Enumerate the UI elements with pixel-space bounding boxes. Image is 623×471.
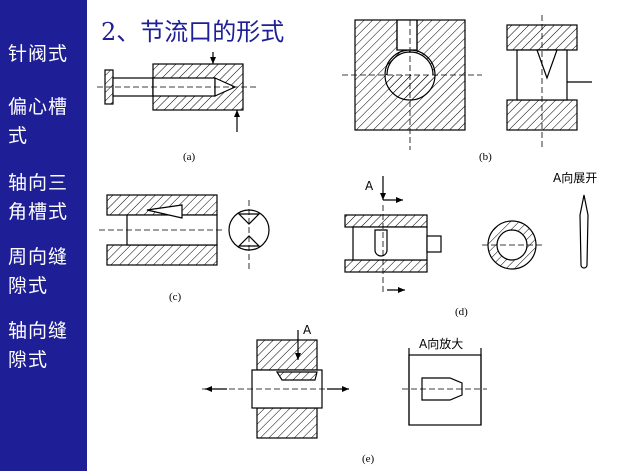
label-e-a-view-enlarged: A向放大 — [419, 336, 463, 351]
sidebar: 针阀式 偏心槽式 轴向三角槽式 周向缝隙式 轴向缝隙式 — [0, 0, 87, 471]
throttle-orifice-diagrams: (a) (b) (c) — [97, 15, 597, 465]
slide-title: 2、节流口的形式 — [101, 18, 285, 46]
figure-e-axial-slit — [202, 330, 487, 439]
sidebar-item-needle-valve[interactable]: 针阀式 — [8, 43, 69, 65]
label-d-arrow-a: A — [365, 179, 374, 193]
figure-d-circumferential-slit — [344, 176, 589, 295]
caption-e: (e) — [362, 453, 375, 465]
caption-d: (d) — [455, 306, 468, 318]
label-d-a-view-unfolded: A向展开 — [553, 170, 597, 185]
figure-a-needle-valve — [97, 52, 259, 132]
figure-b-eccentric-groove — [342, 15, 592, 150]
figure-c-axial-triangle-groove — [99, 194, 270, 270]
sidebar-item-axial-triangle-groove[interactable]: 轴向三角槽式 — [8, 172, 69, 223]
label-e-arrow-a: A — [303, 323, 312, 337]
sidebar-item-eccentric-groove[interactable]: 偏心槽式 — [8, 96, 69, 147]
sidebar-item-axial-slit[interactable]: 轴向缝隙式 — [8, 320, 69, 371]
caption-a: (a) — [183, 151, 196, 163]
caption-c: (c) — [169, 291, 182, 303]
caption-b: (b) — [479, 151, 492, 163]
sidebar-item-circumferential-slit[interactable]: 周向缝隙式 — [8, 246, 69, 297]
